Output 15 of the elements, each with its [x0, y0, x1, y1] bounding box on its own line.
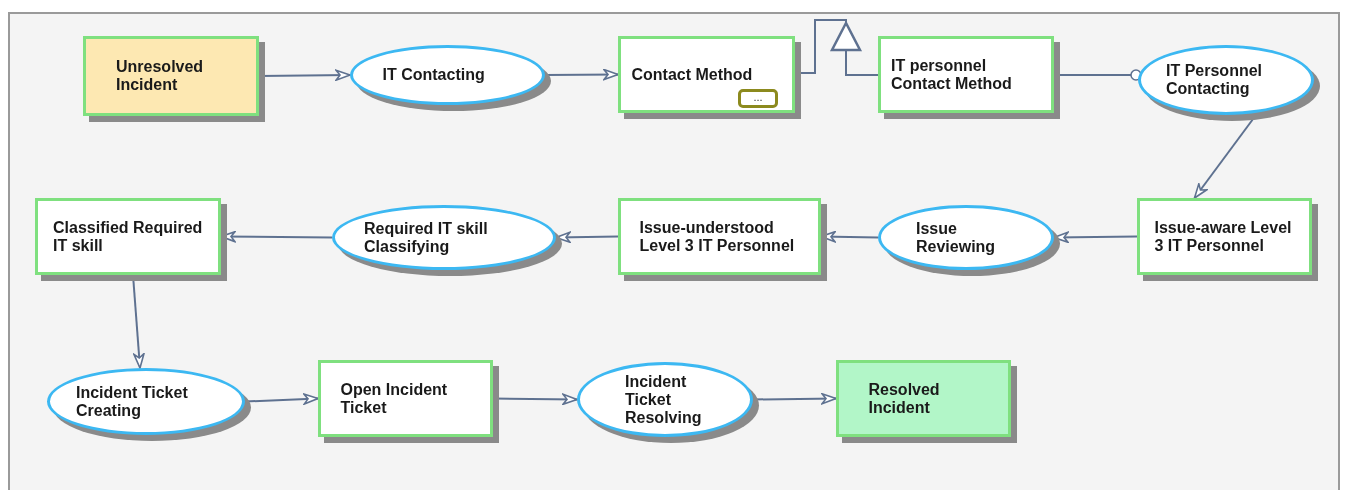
node-label: Resolved Incident: [868, 380, 941, 417]
node-label: Issue-aware Level 3 IT Personnel: [1154, 218, 1293, 255]
node-label: Classified Required IT skill: [53, 218, 203, 255]
node-label: Issue-understood Level 3 IT Personnel: [639, 218, 796, 255]
node-label: IT Personnel Contacting: [1166, 62, 1264, 98]
node-label: Issue Reviewing: [916, 219, 997, 256]
node-label: Open Incident Ticket: [340, 380, 449, 417]
node-label: Incident Ticket Resolving: [625, 372, 703, 427]
ellipsis-badge: ...: [738, 89, 778, 108]
node-label: Contact Method: [631, 65, 754, 84]
node-label: Required IT skill Classifying: [364, 219, 489, 256]
node-label: Incident Ticket Creating: [76, 383, 189, 420]
node-label: IT personnel Contact Method: [891, 56, 1013, 93]
node-label: Unresolved Incident: [116, 58, 205, 94]
node-label: IT Contacting: [382, 66, 486, 84]
